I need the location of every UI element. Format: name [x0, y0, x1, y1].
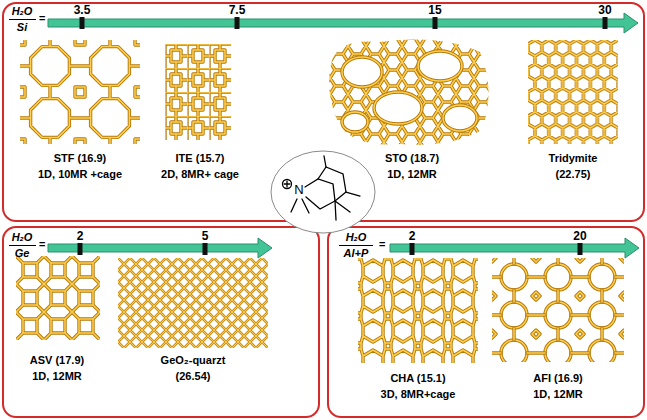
- ratio-label: Si: [17, 21, 27, 34]
- framework-detail: 1D, 12MR: [533, 388, 583, 401]
- equals-sign: =: [379, 238, 385, 251]
- ratio-label: H₂O: [12, 5, 33, 18]
- cha-framework: [358, 258, 478, 363]
- series-panel: H₂O Al+P = 2 20CHA (15.1) 3D, 8MR+cage AFI (16…: [327, 226, 645, 418]
- quartz-framework: [118, 258, 268, 348]
- framework-name: STF (16.9): [54, 152, 107, 165]
- framework-detail: 3D, 8MR+cage: [381, 388, 456, 401]
- ratio-value: 5: [202, 229, 209, 243]
- template-molecule: [270, 150, 376, 234]
- template-circle: N: [270, 150, 376, 234]
- sto-framework: [329, 40, 488, 145]
- ratio-value: 2: [77, 229, 84, 243]
- ratio-value: 2: [409, 229, 416, 243]
- framework-detail: 2D, 8MR+ cage: [161, 168, 239, 181]
- tick-marks: [78, 17, 608, 255]
- framework-detail: (26.54): [176, 370, 211, 383]
- framework-name: CHA (15.1): [390, 372, 445, 385]
- stf-framework: [20, 40, 140, 144]
- atom-label: N: [294, 182, 303, 198]
- framework-name: STO (18.7): [385, 152, 439, 165]
- framework-detail: 1D, 10MR +cage: [38, 168, 122, 181]
- ite-framework: [165, 44, 231, 140]
- framework-name: ITE (15.7): [176, 152, 225, 165]
- equals-sign: =: [39, 12, 45, 25]
- ratio-arrow: [390, 238, 639, 258]
- asv-framework: [16, 256, 100, 340]
- ratio-label: H₂O: [346, 231, 367, 244]
- ratio-value: 3.5: [74, 3, 91, 17]
- framework-detail: 1D, 12MR: [32, 370, 82, 383]
- framework-name: AFI (16.9): [533, 372, 583, 385]
- ratio-label: H₂O: [12, 231, 33, 244]
- series-panel: H₂O Ge = 2 5ASV (17.9) 1D, 12MR GeO₂-quarzt (26…: [2, 226, 320, 418]
- ratio-label: Al+P: [344, 247, 369, 260]
- framework-name: Tridymite: [549, 152, 598, 165]
- tridymite-framework: [528, 40, 618, 144]
- framework-name: GeO₂-quarzt: [161, 354, 226, 367]
- framework-detail: (22.75): [556, 168, 591, 181]
- framework-detail: 1D, 12MR: [387, 168, 437, 181]
- ratio-label: Ge: [15, 247, 30, 260]
- afi-framework: [492, 258, 624, 362]
- ratio-arrow: [48, 13, 638, 33]
- ratio-value: 7.5: [229, 3, 246, 17]
- ratio-value: 20: [573, 229, 586, 243]
- ratio-value: 30: [598, 3, 611, 17]
- equals-sign: =: [39, 238, 45, 251]
- framework-name: ASV (17.9): [30, 354, 84, 367]
- ratio-value: 15: [428, 3, 441, 17]
